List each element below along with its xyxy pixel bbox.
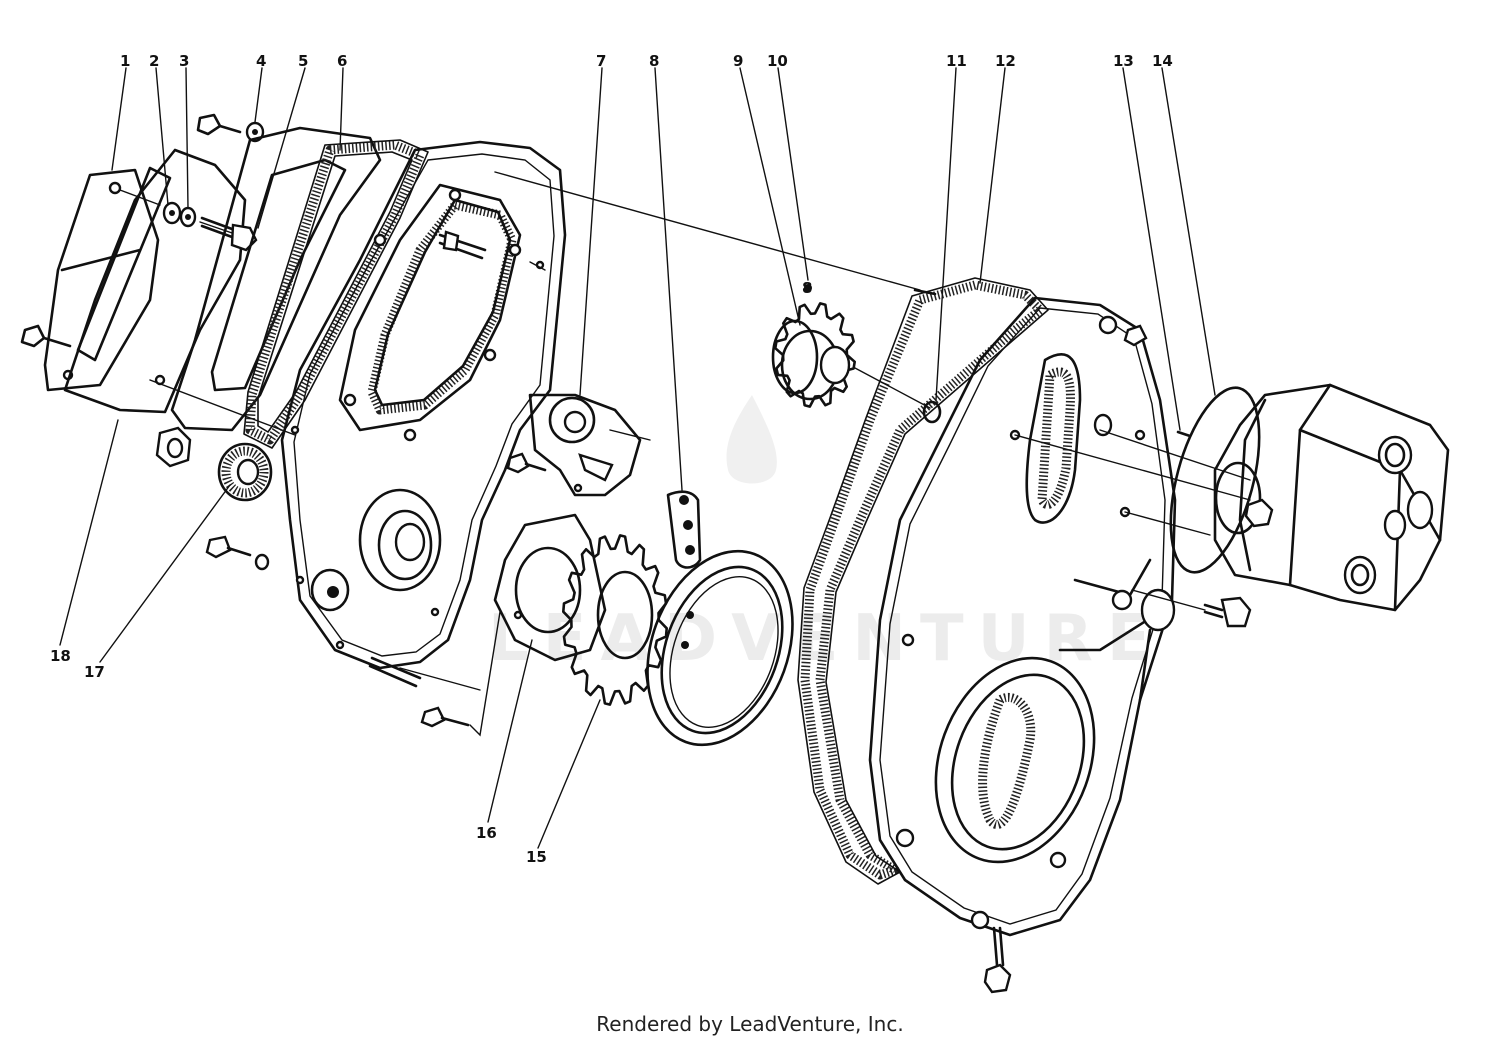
- bolt-case-top: [913, 288, 1148, 347]
- callout-13: 13: [1113, 52, 1134, 70]
- part-14-oring: [1169, 386, 1261, 574]
- callout-7: 7: [596, 52, 606, 70]
- callout-3: 3: [179, 52, 189, 70]
- part-8-chain: [666, 490, 702, 649]
- bolt-left: [20, 324, 72, 348]
- part-18-nut: [155, 426, 192, 468]
- callout-11: 11: [946, 52, 967, 70]
- leader-lines: [59, 67, 1251, 849]
- part-1-bracket: [43, 168, 160, 392]
- flame-logo-icon: [726, 395, 777, 484]
- hydraulic-pump: [1213, 383, 1450, 612]
- callout-1: 1: [120, 52, 130, 70]
- part-9-sprocket: [774, 284, 856, 408]
- part-16-spacer-plate: [493, 513, 607, 662]
- callout-8: 8: [649, 52, 659, 70]
- bolt-case-bottom: [983, 926, 1012, 994]
- callout-18: 18: [50, 647, 71, 665]
- part-18-slotted-plate: [63, 148, 247, 414]
- part-3-washer: [179, 206, 197, 228]
- callout-16: 16: [476, 824, 497, 842]
- stud-bolt-tensioner: [506, 452, 547, 474]
- callout-12: 12: [995, 52, 1016, 70]
- callout-2: 2: [149, 52, 159, 70]
- part-7-tensioner: [528, 393, 642, 497]
- callout-8-inline: 8: [802, 279, 812, 297]
- render-credit: Rendered by LeadVenture, Inc.: [596, 1012, 904, 1036]
- right-gear-case: [868, 296, 1177, 937]
- callout-14: 14: [1152, 52, 1173, 70]
- bolt-16: [420, 706, 470, 728]
- seal-ring: [646, 549, 794, 747]
- part-6-gasket: [243, 139, 429, 449]
- part-11-oring: [922, 400, 942, 424]
- callout-9: 9: [733, 52, 743, 70]
- part-4-bolt-washer: [196, 113, 265, 143]
- callout-4: 4: [256, 52, 266, 70]
- bolt-lower-left: [205, 535, 270, 571]
- part-5-inner-cover: [170, 126, 382, 432]
- callout-10: 10: [767, 52, 788, 70]
- part-2-washer: [162, 201, 182, 225]
- callout-labels: 1 2 3 4 5 6 7 8 9 10 11 12 13 14 15 16 1…: [50, 52, 1173, 866]
- callout-15: 15: [526, 848, 547, 866]
- part-15-sprocket: [562, 534, 668, 706]
- callout-6: 6: [337, 52, 347, 70]
- part-13-pin: [1176, 430, 1192, 438]
- left-gear-case: [280, 140, 567, 670]
- stud-bolt-bottom: [368, 656, 422, 688]
- bolt-pump-bottom: [1203, 596, 1252, 628]
- stud-bolt-top: [438, 230, 487, 260]
- callout-5: 5: [298, 52, 308, 70]
- callout-17: 17: [84, 663, 105, 681]
- part-10-hub: [771, 319, 819, 395]
- part-17-bearing: [217, 442, 273, 502]
